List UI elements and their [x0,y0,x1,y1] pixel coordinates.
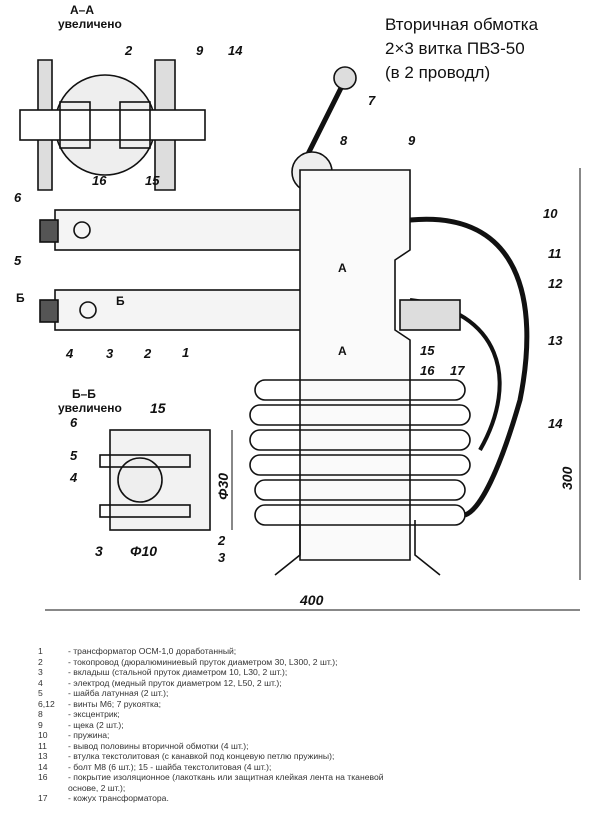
callout-13: 13 [548,333,563,348]
callout-4b: 4 [69,470,78,485]
callout-2: 2 [124,43,133,58]
section-aa-view: А–А увеличено [19,3,206,191]
legend-item: 9 - щека (2 шт.); [38,720,384,731]
callout-3b: 3 [218,550,226,565]
dim-d10: Φ10 [130,543,157,559]
callout-15b: 15 [420,343,435,358]
dim-15: 15 [150,400,166,416]
callout-4: 4 [65,346,74,361]
callout-15: 15 [145,173,160,188]
section-bb-label: Б–Б [72,387,96,401]
legend-num: 3 [38,667,43,677]
legend-item: 2 - токопровод (дюралюминиевый пруток диа… [38,657,384,668]
legend-item: 11 - вывод половины вторичной обмотки (4 … [38,741,384,752]
callout-10: 10 [543,206,558,221]
legend-item: 13 - втулка текстолитовая (с канавкой под… [38,751,384,762]
legend-item: 5 - шайба латунная (2 шт.); [38,688,384,699]
marker-a-top: А [338,261,347,275]
parts-legend: 1 - трансформатор ОСМ-1,0 доработанный; 2 -… [38,646,384,804]
callout-3: 3 [106,346,114,361]
section-bb-view: Б–Б увеличено [58,387,211,531]
callout-12: 12 [548,276,563,291]
callout-14: 14 [228,43,243,58]
callout-16b: 16 [420,363,435,378]
callout-1: 1 [182,345,189,360]
legend-item: 17 - кожух трансформатора. [38,793,384,804]
legend-text: - болт М8 (6 шт.); 15 - шайба текстолито… [68,761,272,772]
marker-a-bottom: А [338,344,347,358]
legend-item-continuation: основе, 2 шт.); [68,782,126,793]
legend-item: 14 - болт М8 (6 шт.); 15 - шайба текстоли… [38,762,384,773]
callout-5: 5 [14,253,22,268]
legend-num: 9 [38,719,43,730]
legend-item: 4 - электрод (медный пруток диаметром 12,… [38,678,384,689]
welder-drawing: Вторичная обмотка 2×3 витка ПВЗ-50 (в 2 … [14,3,581,611]
callout-14b: 14 [548,416,563,431]
callout-5b: 5 [70,448,78,463]
callout-6b: 6 [70,415,78,430]
legend-num: 13 [38,751,48,761]
callout-16: 16 [92,173,107,188]
legend-item: 16 - покрытие изоляционное (лакоткань или… [38,772,384,783]
dim-d30: Φ30 [215,473,231,500]
callout-6: 6 [14,190,22,205]
legend-text: - электрод (медный пруток диаметром 12, … [68,677,282,688]
dim-3: 3 [95,543,103,559]
legend-num: 8 [38,709,43,719]
section-bb-note: увеличено [58,401,122,415]
legend-text: - покрытие изоляционное (лакоткань или з… [68,772,384,782]
section-aa-label: А–А [70,3,94,17]
lower-rod [39,289,306,331]
legend-num: 10 [38,730,48,740]
marker-b-left: Б [16,291,25,305]
callout-17: 17 [450,363,465,378]
legend-item: 3 - вкладыш (стальной пруток диаметром 10… [38,667,384,678]
legend-item: 8 - эксцентрик; [38,709,384,720]
legend-text: - эксцентрик; [68,709,120,719]
legend-text: - трансформатор ОСМ-1,0 доработанный; [68,646,237,656]
legend-text: - токопровод (дюралюминиевый пруток диам… [68,656,338,667]
upper-rod [39,209,306,251]
callout-8: 8 [340,133,348,148]
legend-item: 6,12 - винты М6; 7 рукоятка; [38,699,384,710]
legend-num: 16 [38,772,48,782]
legend-text: - втулка текстолитовая (с канавкой под к… [68,751,335,761]
legend-text: - шайба латунная (2 шт.); [68,688,169,698]
legend-num: 5 [38,688,43,698]
title-line-2: 2×3 витка ПВЗ-50 [385,39,525,58]
legend-item: 1 - трансформатор ОСМ-1,0 доработанный; [38,646,384,657]
legend-num: 4 [38,677,43,688]
callout-11: 11 [548,246,562,261]
transformer-coils [249,379,471,526]
dim-width: 400 [299,592,324,608]
legend-num: 6,12 [38,698,55,709]
callout-2b: 2 [143,346,152,361]
legend-item: 10 - пружина; [38,730,384,741]
title-line-3: (в 2 проводл) [385,63,490,82]
legend-text: - пружина; [68,730,110,740]
legend-text: - вкладыш (стальной пруток диаметром 10,… [68,667,288,677]
legend-num: 2 [38,656,43,667]
legend-text: - винты М6; 7 рукоятка; [68,698,162,709]
legend-text: - кожух трансформатора. [68,793,169,803]
marker-b-right: Б [116,294,125,308]
legend-num: 1 [38,646,43,656]
legend-num: 11 [38,740,47,751]
legend-text: - щека (2 шт.); [68,719,124,730]
legend-num: 17 [38,793,48,803]
dim-height: 300 [559,466,575,490]
legend-text: - вывод половины вторичной обмотки (4 шт… [68,740,249,751]
legend-num: 14 [38,761,48,772]
section-aa-note: увеличено [58,17,122,31]
callout-9: 9 [196,43,204,58]
callout-9b: 9 [408,133,416,148]
title-line-1: Вторичная обмотка [385,15,539,34]
callout-2c: 2 [217,533,226,548]
callout-7: 7 [368,93,376,108]
